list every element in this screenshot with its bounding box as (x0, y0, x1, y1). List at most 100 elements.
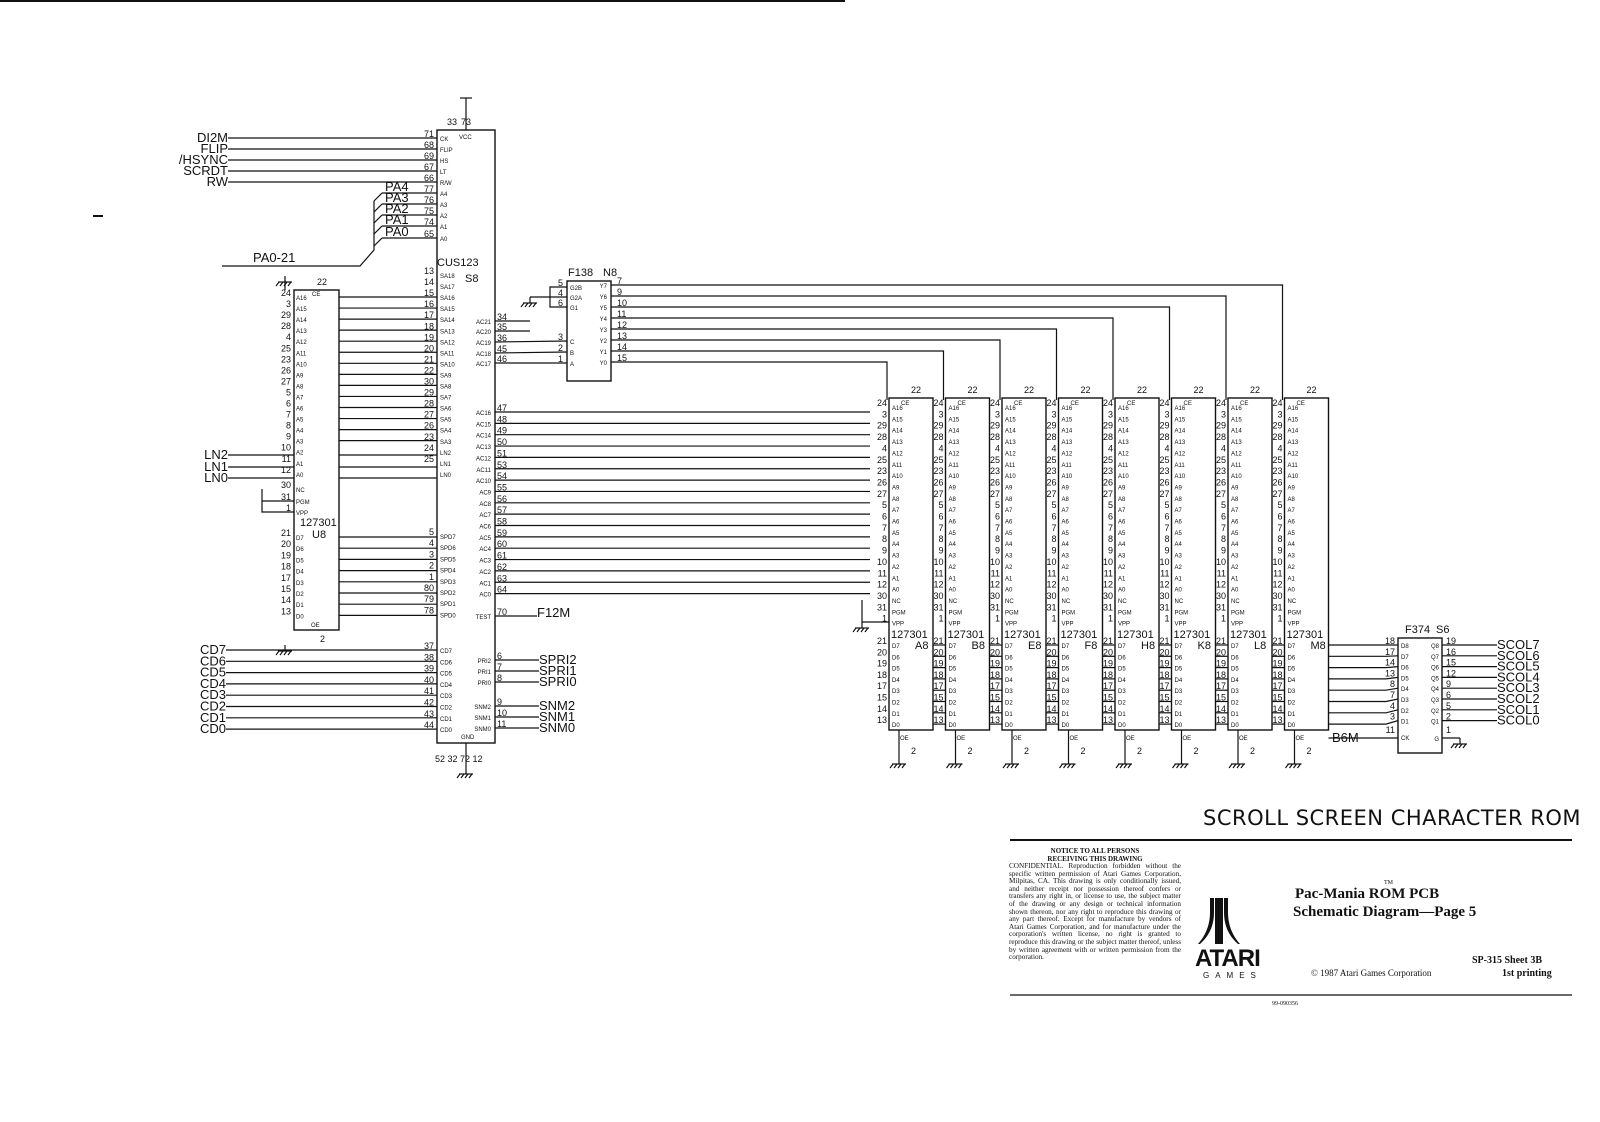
rom-data-name: D7 (1062, 644, 1070, 650)
rom-data-name: D6 (1062, 655, 1070, 661)
rom-addr-pin: 24 (1216, 398, 1226, 408)
u8-addr-pin: 7 (286, 410, 291, 420)
rom-data-pin: 15 (933, 693, 943, 703)
rom-addr-pin: 28 (1272, 432, 1282, 442)
ground-icon (283, 281, 288, 287)
notice-heading-1: NOTICE TO ALL PERSONS (1050, 847, 1140, 855)
rom-addr-name: A0 (1175, 588, 1183, 594)
rom-addr-name: A13 (1231, 440, 1242, 446)
ac-pin: 63 (497, 573, 507, 583)
rom-addr-pin: 9 (1221, 546, 1226, 556)
rom-data-name: D4 (1005, 678, 1013, 684)
rom-addr-name: A11 (1175, 463, 1186, 469)
decoder-out-name: Y7 (600, 284, 608, 290)
rom-addr-name: A3 (949, 554, 957, 560)
rom-ce-label: CE (958, 401, 966, 407)
rom-ref: B8 (972, 640, 985, 652)
u8-data-pin: 13 (281, 606, 291, 616)
ac-pin-name: AC16 (476, 411, 492, 417)
sa-pin-name: SA6 (440, 407, 452, 413)
rom-ctrl-pin: 30 (1159, 591, 1169, 601)
ground-icon (287, 281, 292, 287)
rom-data-pin: 15 (1046, 693, 1056, 703)
rom-data-name: D6 (892, 655, 900, 661)
pri-pin-name: PRI0 (478, 681, 492, 687)
rom-ctrl-pin: 30 (933, 591, 943, 601)
rom-addr-pin: 26 (877, 477, 887, 487)
ln-signal: LN1 (204, 459, 228, 474)
decoder-in-name: G2B (570, 286, 582, 292)
rom-data-pin: 18 (933, 670, 943, 680)
rom-data-name: D4 (892, 678, 900, 684)
decoder-out-pin: 7 (617, 276, 622, 286)
rom-body (888, 397, 934, 731)
decoder-out-name: Y5 (600, 306, 608, 312)
ground-icon (275, 650, 280, 656)
rom-data-name: D5 (949, 667, 957, 673)
ground-icon (464, 773, 469, 779)
u8-addr-name: A16 (296, 296, 307, 302)
decoder-out-name: Y0 (600, 361, 608, 367)
rom-addr-name: A14 (1118, 429, 1129, 435)
latch-q-pin: 16 (1446, 647, 1456, 657)
rom-body (944, 397, 991, 731)
rom-body (1114, 397, 1160, 731)
sa-pin-name: SA3 (440, 440, 452, 446)
ground-icon (860, 627, 865, 633)
rom-addr-name: A11 (1118, 463, 1129, 469)
rom-addr-pin: 27 (877, 489, 887, 499)
sa-pin: 30 (424, 377, 434, 387)
rom-addr-pin: 5 (1051, 500, 1056, 510)
pa-signal: PA1 (385, 212, 409, 227)
rom-data-name: D3 (1288, 689, 1296, 695)
pri-pin: 7 (497, 662, 502, 672)
rom-addr-pin: 6 (1164, 512, 1169, 522)
input-pin: 67 (424, 162, 434, 172)
scol-signal: SCOL3 (1497, 680, 1540, 695)
rom-data-name: D1 (1231, 712, 1239, 718)
rom-type: 127301 (948, 629, 985, 641)
rom-ctrl-pin: 1 (1164, 614, 1169, 624)
rom-oe-label: OE (1183, 736, 1192, 742)
rom-data-pin: 15 (877, 693, 887, 703)
rom-addr-pin: 28 (1216, 432, 1226, 442)
rom-ctrl-name: VPP (949, 622, 961, 628)
rom-addr-name: A9 (1118, 485, 1126, 491)
cd-pin: 41 (424, 686, 434, 696)
rom-addr-name: A0 (1118, 588, 1126, 594)
rom-data-pin: 15 (1103, 693, 1113, 703)
rom-type: 127301 (1117, 629, 1154, 641)
ground-icon (1006, 763, 1011, 769)
rom-addr-name: A2 (949, 565, 957, 571)
rom-addr-pin: 29 (933, 421, 943, 431)
rom-addr-name: A0 (1062, 588, 1070, 594)
scol-signal: SCOL6 (1497, 648, 1540, 663)
rom-data-name: D2 (1288, 701, 1296, 707)
title-rest: ROM PCB (1368, 886, 1440, 902)
rom-ctrl-name: VPP (892, 622, 904, 628)
latch-q-pin: 15 (1446, 658, 1456, 668)
rom-ce-label: CE (1184, 401, 1192, 407)
rom-addr-name: A7 (1175, 508, 1183, 514)
ac-pin: 58 (497, 517, 507, 527)
latch-d-name: D4 (1401, 687, 1409, 693)
rom-addr-name: A14 (1288, 429, 1299, 435)
rom-data-pin: 14 (1272, 704, 1282, 714)
decoder-in-name: G1 (570, 306, 579, 312)
rom-addr-pin: 28 (877, 432, 887, 442)
rom-addr-pin: 9 (938, 546, 943, 556)
u8-addr-pin: 27 (281, 376, 291, 386)
ac-pin-name: AC0 (479, 593, 491, 599)
rom-addr-pin: 6 (1051, 512, 1056, 522)
ground-icon (897, 763, 902, 769)
rom-addr-pin: 26 (1046, 477, 1056, 487)
ground-icon (1127, 763, 1132, 769)
rom-data-pin: 21 (933, 636, 943, 646)
ground-icon (893, 763, 898, 769)
cd-pin-name: CD3 (440, 694, 453, 700)
rom-addr-name: A4 (1175, 542, 1183, 548)
spd-pin: 5 (429, 527, 434, 537)
rom-data-pin: 17 (933, 681, 943, 691)
u8-addr-pin: 3 (286, 299, 291, 309)
ac-pin: 61 (497, 551, 507, 561)
